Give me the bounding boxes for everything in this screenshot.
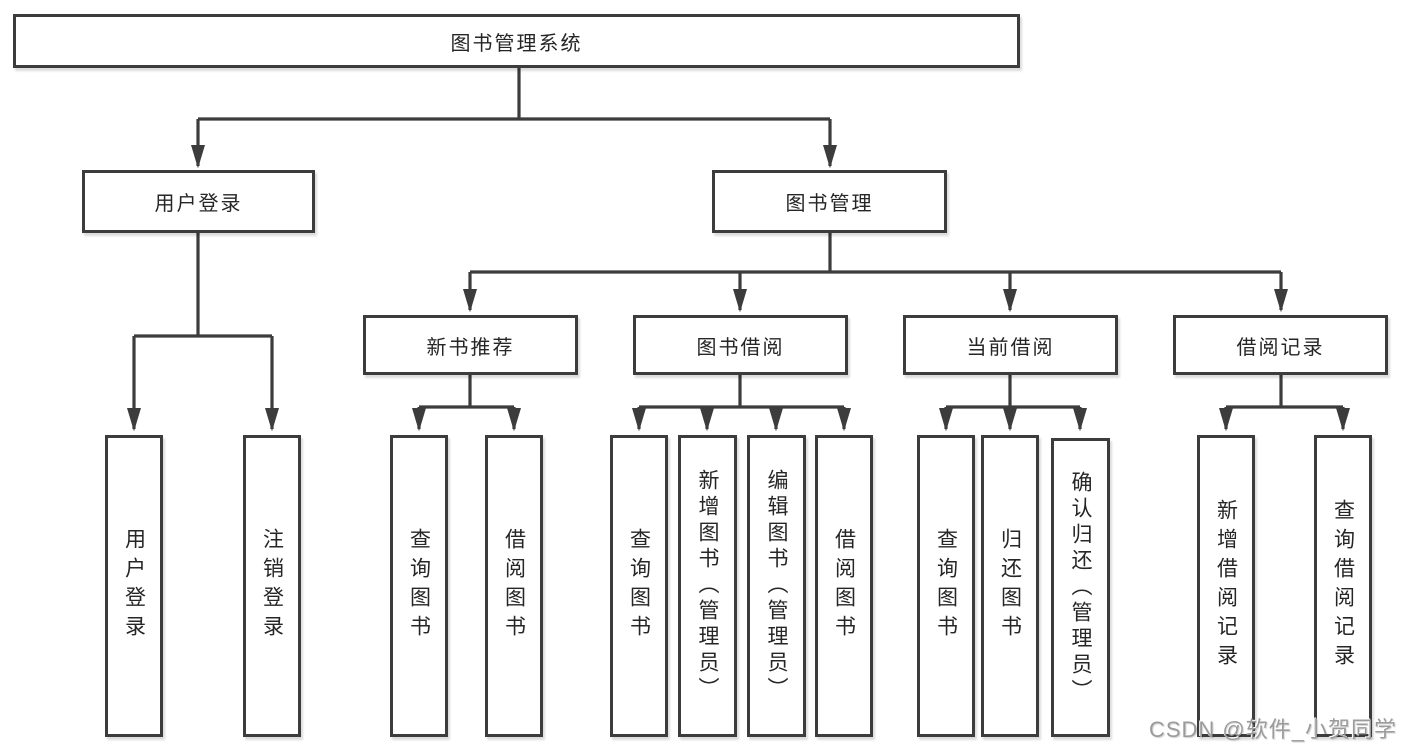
node-book-borrow: 图书借阅 xyxy=(633,315,848,375)
node-leaf-edit-book-admin: 编辑图书（管理员） xyxy=(747,435,806,737)
node-leaf-user-login: 用户登录 xyxy=(105,435,163,737)
node-leaf-borrow-book-2: 借阅图书 xyxy=(815,435,873,737)
node-leaf-query-book-2: 查询图书 xyxy=(610,435,668,737)
node-leaf-borrow-book-1: 借阅图书 xyxy=(485,435,543,737)
node-leaf-query-book-1: 查询图书 xyxy=(390,435,448,737)
csdn-watermark: CSDN @软件_小贺同学 xyxy=(1148,717,1397,742)
node-leaf-confirm-return-admin: 确认归还（管理员） xyxy=(1051,438,1110,737)
connector-userlogin-stem xyxy=(134,233,272,338)
node-new-book-recommend: 新书推荐 xyxy=(363,315,578,375)
node-leaf-query-borrow-record: 查询借阅记录 xyxy=(1314,435,1372,737)
node-user-login: 用户登录 xyxy=(82,170,315,233)
connector-newbook-stem xyxy=(419,375,514,409)
connector-current-stem xyxy=(946,375,1080,409)
node-leaf-return-book: 归还图书 xyxy=(981,435,1039,737)
connector-borrow-stem xyxy=(639,375,844,409)
node-leaf-logout: 注销登录 xyxy=(243,435,301,737)
connector-bookmgmt-stem xyxy=(470,233,1281,274)
node-borrow-records: 借阅记录 xyxy=(1173,315,1388,375)
connector-records-stem xyxy=(1226,375,1343,409)
node-current-borrow: 当前借阅 xyxy=(903,315,1118,375)
connector-root-stem xyxy=(198,68,830,121)
node-root-library-system: 图书管理系统 xyxy=(13,14,1020,68)
node-leaf-query-book-3: 查询图书 xyxy=(917,435,975,737)
node-leaf-add-book-admin: 新增图书（管理员） xyxy=(678,435,737,737)
node-book-management: 图书管理 xyxy=(712,170,947,233)
node-leaf-add-borrow-record: 新增借阅记录 xyxy=(1197,435,1255,737)
